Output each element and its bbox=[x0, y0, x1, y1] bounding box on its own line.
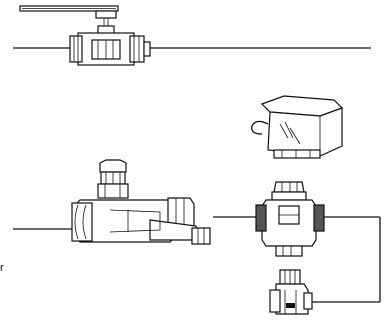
stray-text-fragment: r bbox=[0, 262, 4, 274]
bottom-pipe-line bbox=[13, 216, 381, 303]
zone-valve-icon bbox=[255, 181, 325, 257]
balancing-valve-icon bbox=[71, 159, 211, 245]
ball-valve-icon bbox=[19, 5, 151, 66]
small-fitting-icon bbox=[269, 269, 313, 315]
actuator-head-icon bbox=[251, 95, 344, 159]
